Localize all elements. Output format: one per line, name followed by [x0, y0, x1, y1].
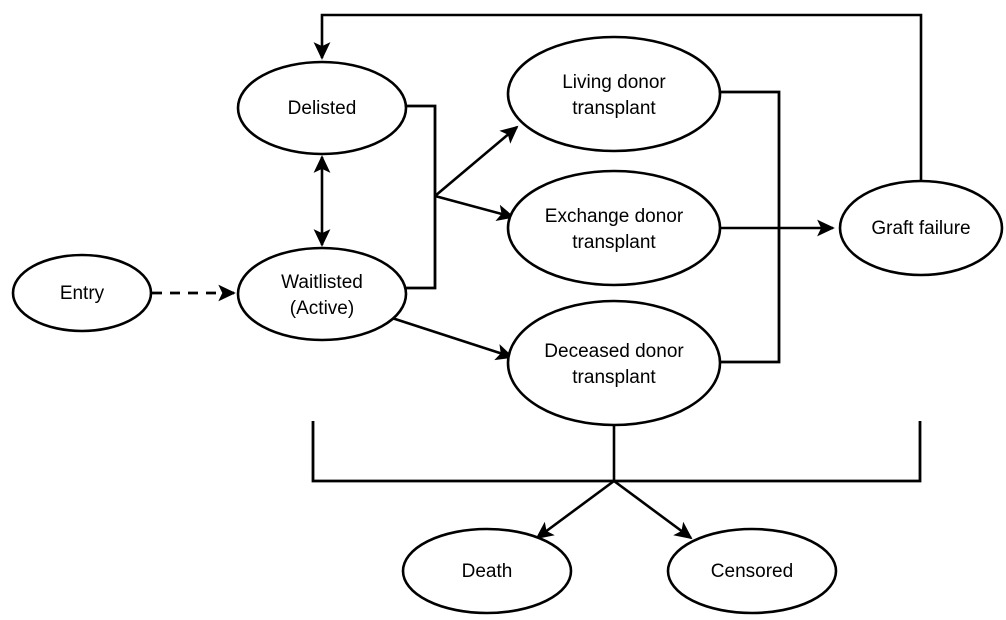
- deceased-donor-transplant-ellipse[interactable]: [506, 299, 722, 427]
- node-graft-failure[interactable]: Graft failure: [838, 179, 1004, 277]
- censored-ellipse[interactable]: [666, 527, 838, 615]
- edge-graft-failure-to-delisted: [313, 13, 923, 181]
- node-living-donor-transplant[interactable]: Living donor transplant: [506, 35, 722, 153]
- bracket-delisted-waitlisted-merge: [400, 104, 437, 290]
- edge-to-deceased-donor-transplant: [391, 316, 514, 361]
- waitlisted-ellipse[interactable]: [236, 246, 408, 342]
- node-death[interactable]: Death: [401, 527, 573, 615]
- entry-ellipse[interactable]: [11, 253, 153, 333]
- node-deceased-donor-transplant[interactable]: Deceased donor transplant: [506, 299, 722, 427]
- node-layer: Entry Delisted Waitlisted (Active) Livin…: [11, 35, 1004, 615]
- edge-to-censored: [613, 479, 693, 540]
- edge-to-living-donor-transplant: [434, 125, 519, 197]
- exchange-donor-transplant-ellipse[interactable]: [506, 169, 722, 287]
- edge-to-exchange-donor-transplant: [434, 194, 515, 221]
- node-entry[interactable]: Entry: [11, 253, 153, 333]
- death-ellipse[interactable]: [401, 527, 573, 615]
- living-donor-transplant-ellipse[interactable]: [506, 35, 722, 153]
- node-delisted[interactable]: Delisted: [236, 60, 408, 156]
- node-waitlisted[interactable]: Waitlisted (Active): [236, 246, 408, 342]
- edge-layer: [152, 13, 923, 540]
- node-censored[interactable]: Censored: [666, 527, 838, 615]
- edge-to-death: [535, 479, 615, 540]
- node-exchange-donor-transplant[interactable]: Exchange donor transplant: [506, 169, 722, 287]
- bracket-all-states-bottom: [311, 421, 922, 483]
- graft-failure-ellipse[interactable]: [838, 179, 1004, 277]
- delisted-ellipse[interactable]: [236, 60, 408, 156]
